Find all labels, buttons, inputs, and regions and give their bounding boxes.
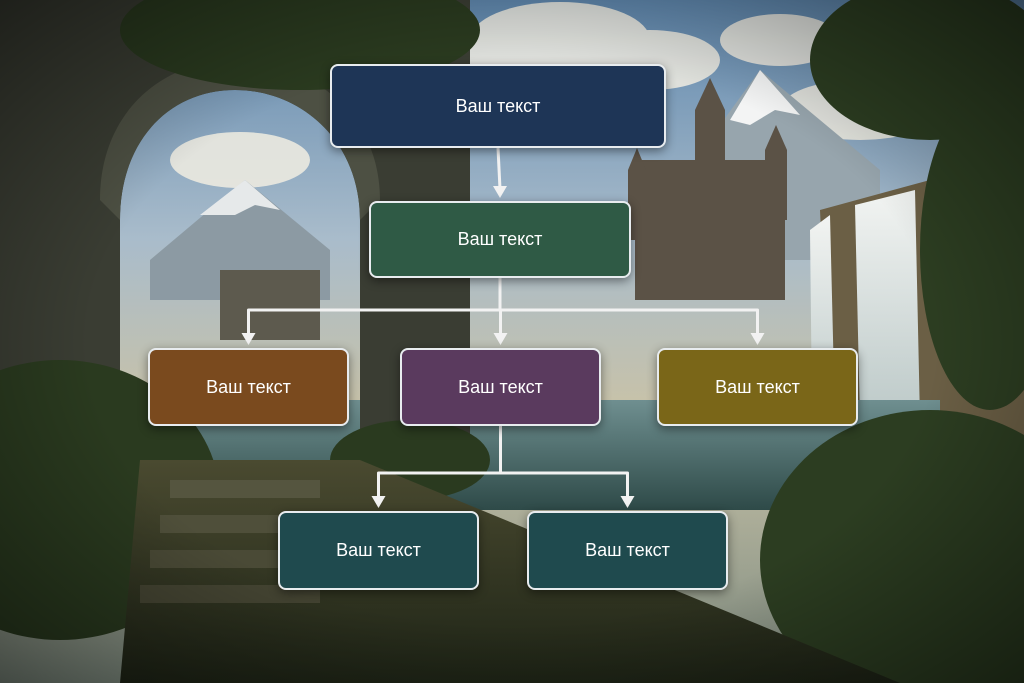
node-bottom-left-label: Ваш текст	[336, 540, 421, 560]
arrowhead-middle	[493, 186, 507, 198]
node-left[interactable]: Ваш текст	[148, 348, 349, 426]
node-bottom-left[interactable]: Ваш текст	[278, 511, 479, 590]
arrowhead-center	[493, 333, 508, 345]
node-center[interactable]: Ваш текст	[400, 348, 601, 426]
node-bottom-right-label: Ваш текст	[585, 540, 670, 560]
arrowhead-bottom_right	[620, 496, 635, 508]
node-left-label: Ваш текст	[206, 376, 291, 397]
connector-middle-to-right	[498, 278, 759, 336]
connector-center-to-bottom_right	[499, 426, 629, 499]
node-bottom-right[interactable]: Ваш текст	[527, 511, 728, 590]
node-top[interactable]: Ваш текст	[330, 64, 666, 148]
node-right-label: Ваш текст	[715, 376, 800, 397]
connectors	[241, 147, 765, 508]
node-right[interactable]: Ваш текст	[657, 348, 858, 426]
node-top-label: Ваш текст	[455, 95, 541, 116]
node-middle[interactable]: Ваш текст	[369, 201, 631, 278]
node-center-label: Ваш текст	[458, 376, 543, 397]
arrowhead-right	[750, 333, 765, 345]
arrowhead-left	[241, 333, 256, 345]
connector-top-to-middle	[496, 147, 502, 190]
node-middle-label: Ваш текст	[457, 229, 543, 249]
arrowhead-bottom_left	[371, 496, 386, 508]
